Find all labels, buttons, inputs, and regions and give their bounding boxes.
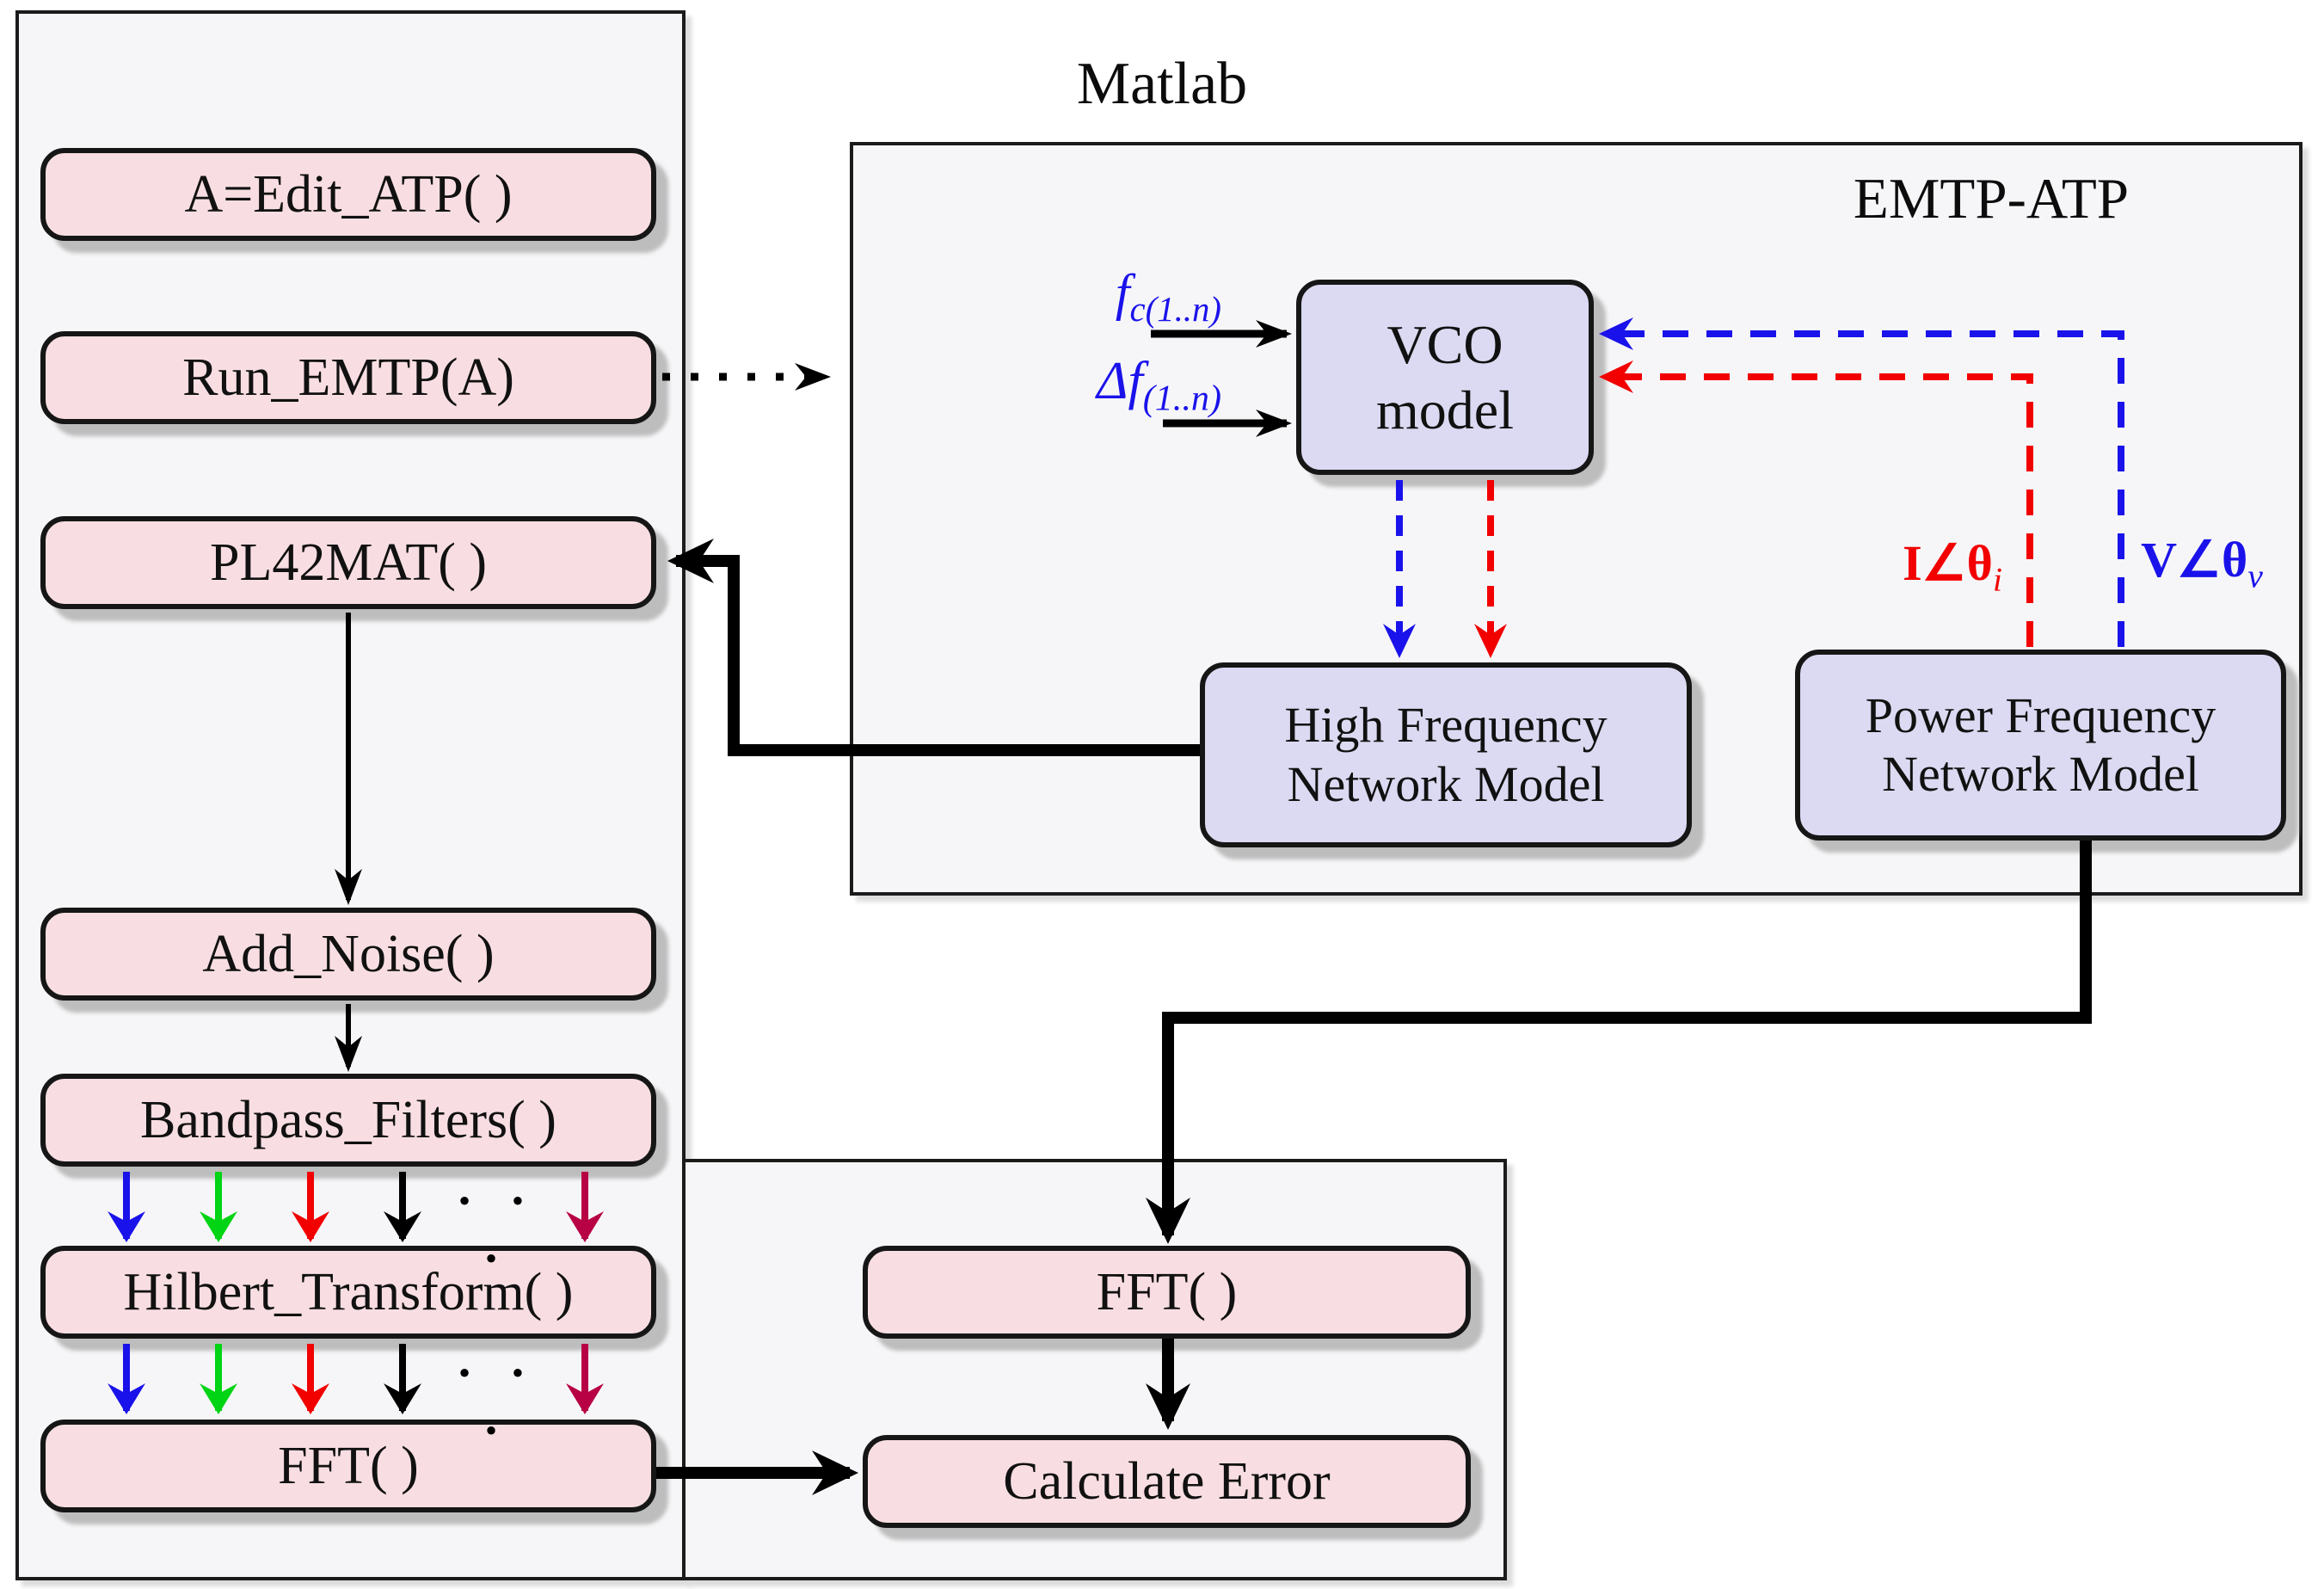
- vco-line1: VCO: [1386, 313, 1503, 375]
- fft2-box: FFT( ): [863, 1246, 1471, 1339]
- matlab-title: Matlab: [1076, 51, 1248, 117]
- add-noise-box: Add_Noise( ): [40, 908, 656, 1001]
- high-freq-line1: High Frequency: [1284, 697, 1608, 754]
- pl42mat-box: PL42MAT( ): [40, 516, 656, 609]
- hilbert-transform-box: Hilbert_Transform( ): [40, 1246, 656, 1339]
- matlab-container: [15, 10, 686, 1580]
- voltage-phasor-label: V∠θv: [2141, 532, 2263, 595]
- edit-atp-box: A=Edit_ATP( ): [40, 148, 656, 241]
- power-frequency-network-box: Power Frequency Network Model: [1795, 650, 2286, 841]
- bandpass-filters-box: Bandpass_Filters( ): [40, 1074, 656, 1167]
- emtp-atp-title: EMTP-ATP: [1853, 167, 2130, 231]
- power-freq-line1: Power Frequency: [1865, 687, 2216, 743]
- current-phasor-label: I∠θi: [1903, 535, 2002, 599]
- fc-signal-label: fc(1..n): [1115, 264, 1221, 329]
- channel-ellipsis-bottom: · · ·: [456, 1345, 538, 1458]
- delta-f-signal-label: Δf(1..n): [1097, 352, 1221, 419]
- channel-ellipsis-top: · · ·: [456, 1173, 538, 1286]
- run-emtp-box: Run_EMTP(A): [40, 331, 656, 424]
- vco-model-box: VCO model: [1296, 280, 1594, 475]
- vco-line2: model: [1376, 379, 1514, 440]
- calculate-error-box: Calculate Error: [863, 1435, 1471, 1528]
- power-freq-line2: Network Model: [1882, 746, 2199, 802]
- high-freq-line2: Network Model: [1287, 755, 1605, 812]
- fft-box: FFT( ): [40, 1420, 656, 1512]
- high-frequency-network-box: High Frequency Network Model: [1200, 662, 1692, 847]
